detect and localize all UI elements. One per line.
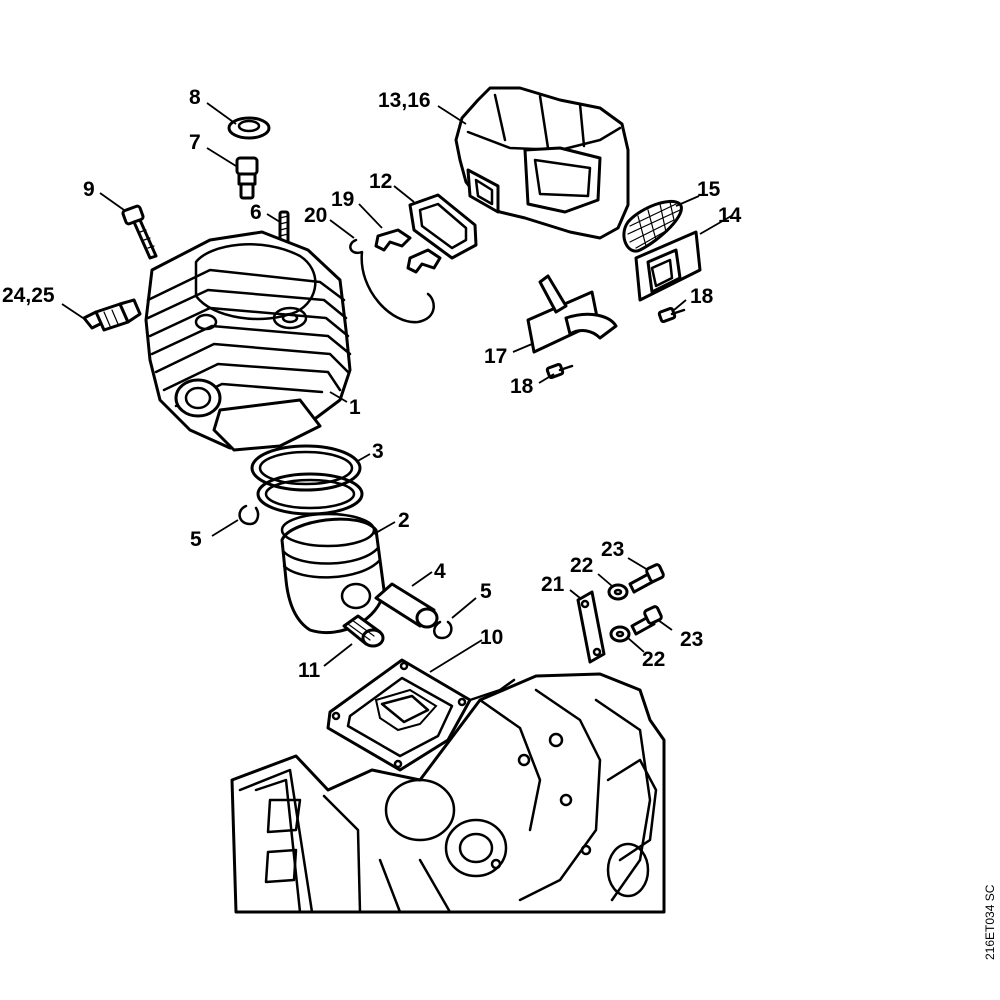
screw-18-lower[interactable]: [545, 362, 574, 380]
bracket-21[interactable]: [576, 590, 606, 664]
label-12: 12: [369, 170, 392, 193]
label-21: 21: [541, 573, 565, 596]
label-14: 14: [718, 204, 742, 227]
piston-pin-4[interactable]: [374, 582, 439, 629]
label-1: 1: [349, 396, 361, 419]
label-17: 17: [484, 345, 507, 368]
label-23-upper: 23: [601, 538, 624, 561]
label-23-lower: 23: [680, 628, 703, 651]
washer-22-upper[interactable]: [607, 583, 629, 601]
cover-plate-14[interactable]: [634, 230, 702, 302]
label-10: 10: [480, 626, 503, 649]
intake-plate-17[interactable]: [526, 274, 618, 354]
leader-lines: [61, 102, 734, 673]
label-5-left: 5: [190, 528, 202, 551]
screw-23-upper[interactable]: [628, 563, 665, 594]
screw-23-lower[interactable]: [630, 605, 663, 636]
crankcase: [230, 672, 666, 914]
needle-cage-11[interactable]: [342, 614, 385, 648]
label-9: 9: [83, 178, 95, 201]
label-4: 4: [434, 560, 446, 583]
label-22-lower: 22: [642, 648, 665, 671]
drawing-code: 216ET034 SC: [983, 884, 997, 960]
label-24-25: 24,25: [2, 284, 55, 307]
valve-7[interactable]: [235, 156, 259, 200]
label-20: 20: [304, 204, 327, 227]
label-18-lower: 18: [510, 375, 534, 398]
spring-wire-20[interactable]: [349, 238, 435, 324]
bolt-9[interactable]: [121, 204, 158, 260]
label-6: 6: [250, 201, 262, 224]
gasket-12[interactable]: [408, 193, 478, 260]
label-2: 2: [398, 509, 410, 532]
piston-rings-3[interactable]: [250, 444, 364, 516]
circlip-5-left[interactable]: [238, 504, 260, 526]
label-5-right: 5: [480, 580, 492, 603]
label-15: 15: [697, 178, 721, 201]
label-7: 7: [189, 131, 201, 154]
base-gasket-10[interactable]: [326, 658, 472, 772]
label-13-16: 13,16: [378, 89, 431, 112]
label-3: 3: [372, 440, 384, 463]
shroud-cover[interactable]: [454, 86, 630, 240]
circlip-5-right[interactable]: [433, 620, 453, 640]
label-19: 19: [331, 188, 354, 211]
washer-22-lower[interactable]: [609, 625, 631, 643]
clips-19[interactable]: [374, 228, 442, 274]
spark-plug-24-25[interactable]: [82, 298, 142, 332]
label-18-upper: 18: [690, 285, 714, 308]
label-8: 8: [189, 86, 201, 109]
piston-2[interactable]: [280, 512, 386, 635]
screw-18-upper[interactable]: [657, 306, 686, 324]
label-22-upper: 22: [570, 554, 593, 577]
label-11: 11: [298, 659, 321, 682]
seal-8[interactable]: [227, 116, 271, 140]
cylinder-1[interactable]: [144, 230, 352, 452]
screen-15[interactable]: [622, 199, 683, 253]
